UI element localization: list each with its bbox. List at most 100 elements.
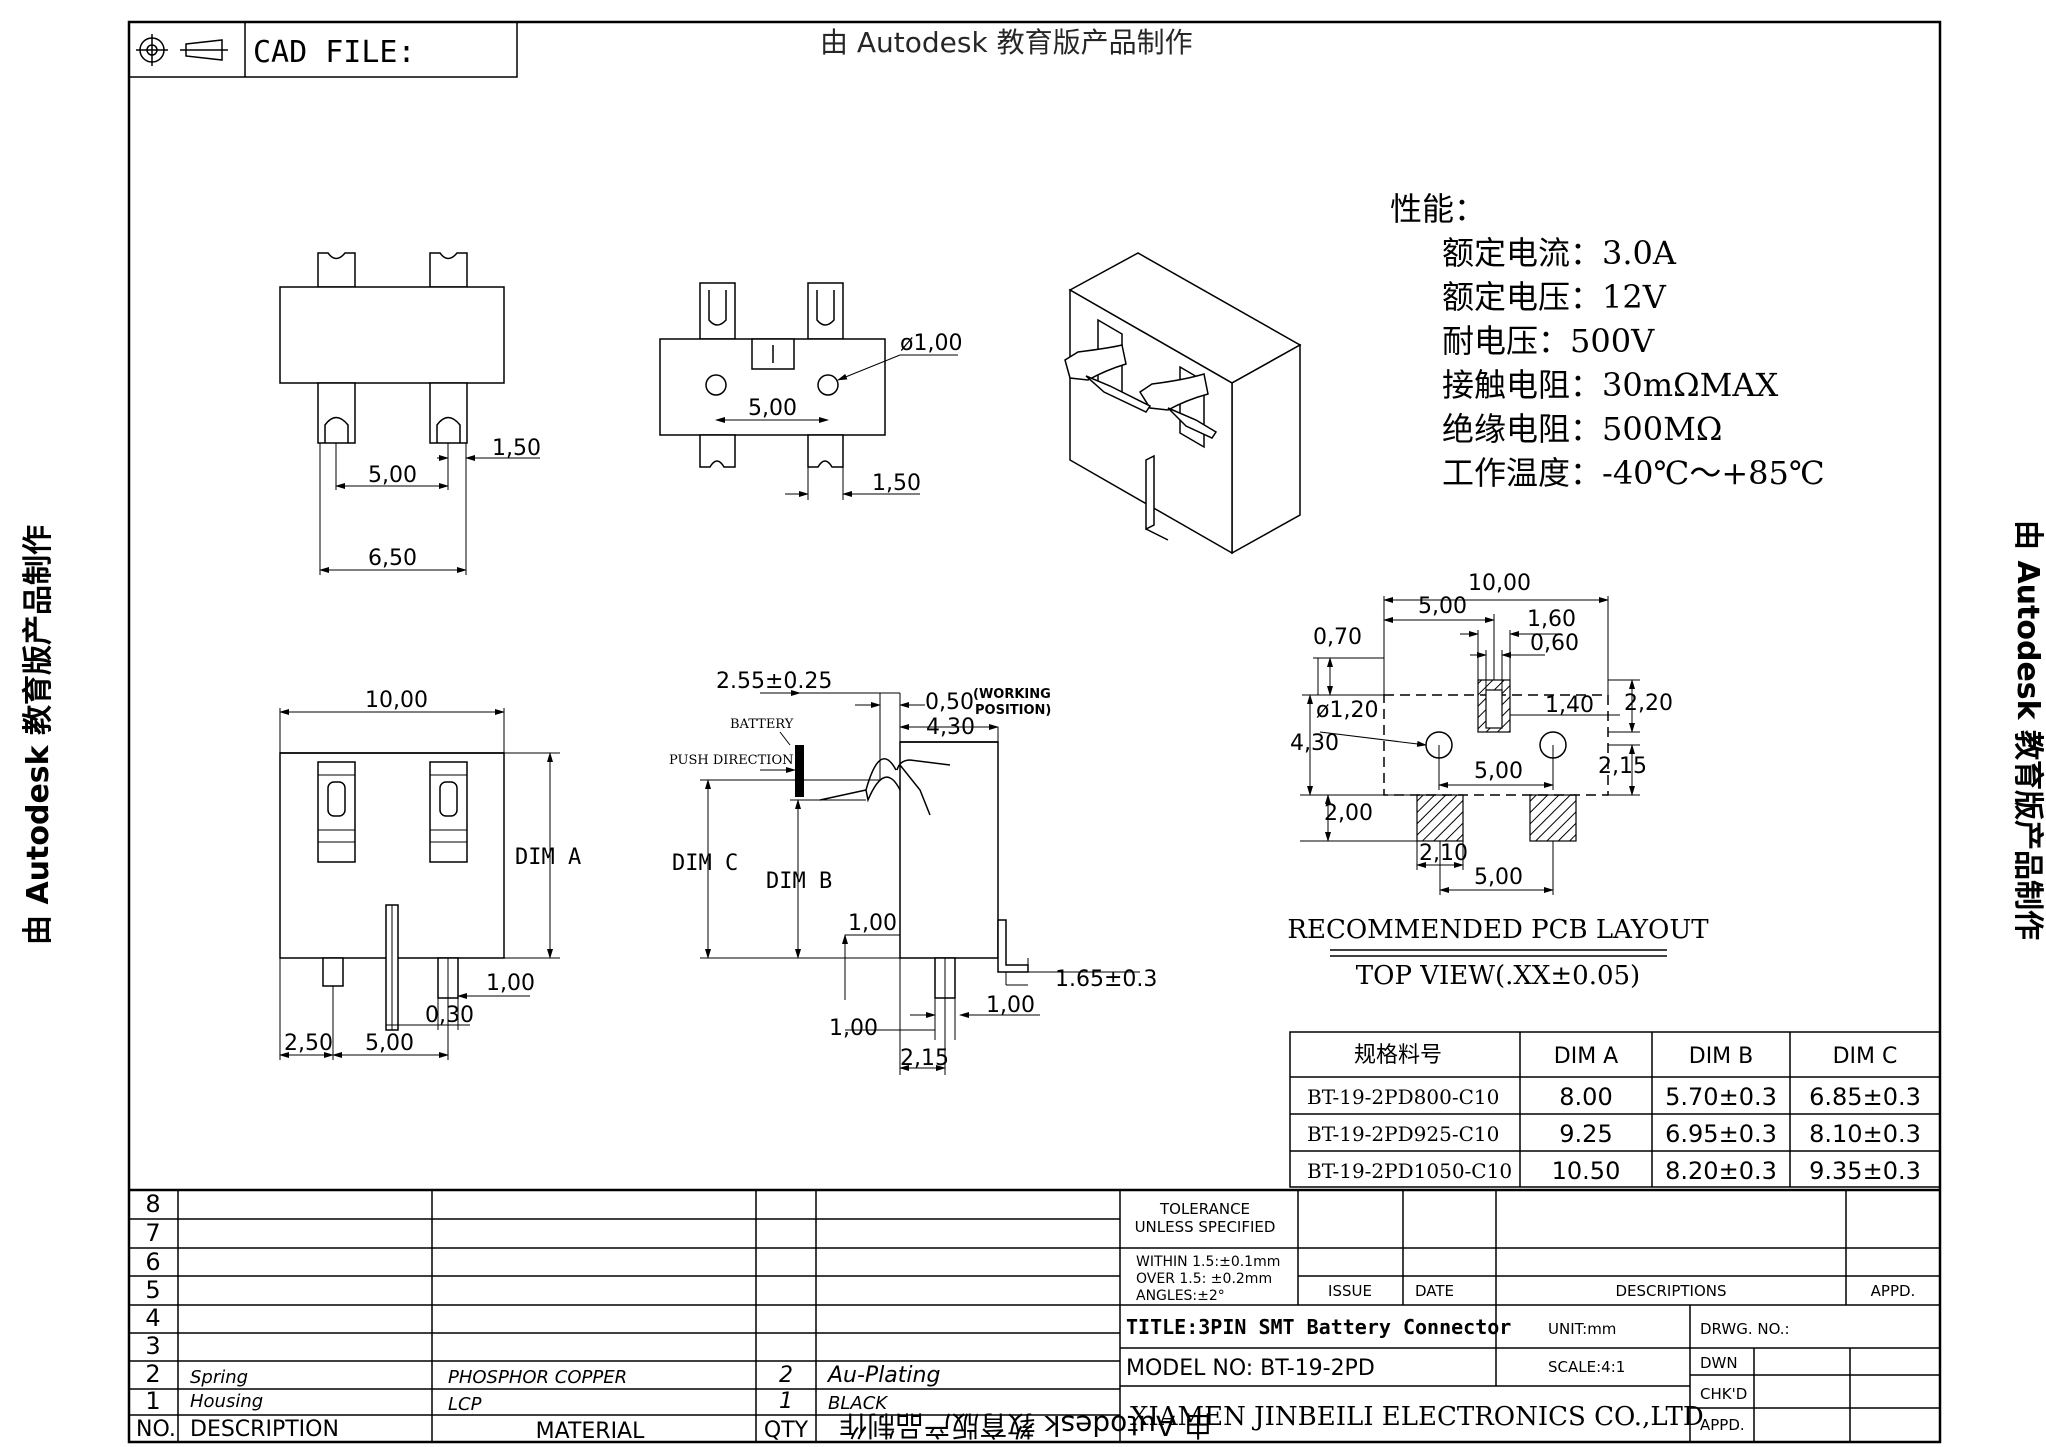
table-cell: 8.00 xyxy=(1559,1083,1612,1111)
dim-label: 5,00 xyxy=(1418,594,1467,619)
table-cell: 5.70±0.3 xyxy=(1665,1083,1777,1111)
front-view: 10,00 DIM A 1,00 0,30 2,50 5,00 xyxy=(279,688,581,1060)
tolerance-value: OVER 1.5: ±0.2mm xyxy=(1136,1271,1272,1287)
bom-row-number: 3 xyxy=(145,1332,160,1360)
isometric-view xyxy=(1064,252,1302,555)
spec-line: 工作温度：-40℃～+85℃ xyxy=(1442,454,1825,492)
dim-label: 2,20 xyxy=(1624,691,1673,716)
side-view: 2.55±0.25 0,50 (WORKING POSITION) 4,30 B… xyxy=(669,669,1157,1075)
dim-label: 4,30 xyxy=(1290,731,1339,756)
dim-label: 1,40 xyxy=(1545,693,1594,718)
table-header: DIM B xyxy=(1689,1044,1754,1069)
model-number: MODEL NO: BT-19-2PD xyxy=(1126,1356,1375,1381)
dimension-table: 规格料号 DIM A DIM B DIM C BT-19-2PD800-C10 … xyxy=(1289,1031,1941,1188)
table-cell: 9.35±0.3 xyxy=(1809,1157,1921,1185)
left-watermark: 由 Autodesk 教育版产品制作 xyxy=(21,525,56,945)
dwn-label: DWN xyxy=(1700,1354,1738,1372)
pcb-caption: RECOMMENDED PCB LAYOUT xyxy=(1287,915,1709,945)
bom-item-no: 2 xyxy=(145,1360,160,1388)
bom-row-number: 6 xyxy=(145,1248,160,1276)
spec-line: 绝缘电阻：500MΩ xyxy=(1442,410,1722,448)
title-block: TOLERANCE UNLESS SPECIFIED WITHIN 1.5:±0… xyxy=(1120,1190,1940,1442)
revision-header: DESCRIPTIONS xyxy=(1615,1282,1726,1300)
dim-label: 5,00 xyxy=(1474,759,1523,784)
tolerance-title: UNLESS SPECIFIED xyxy=(1135,1218,1276,1236)
revision-header: APPD. xyxy=(1871,1282,1916,1300)
spec-line: 额定电流：3.0A xyxy=(1442,234,1677,272)
dim-label: 5,00 xyxy=(1474,865,1523,890)
bom-item-description: Spring xyxy=(190,1367,248,1388)
dim-label: 1,00 xyxy=(829,1016,878,1041)
drawing-title: TITLE:3PIN SMT Battery Connector xyxy=(1126,1315,1511,1339)
bom-item-material: PHOSPHOR COPPER xyxy=(448,1367,627,1388)
unit-label: UNIT:mm xyxy=(1548,1320,1616,1338)
tolerance-value: WITHIN 1.5:±0.1mm xyxy=(1136,1254,1280,1270)
table-header: DIM C xyxy=(1833,1044,1898,1069)
bom-row-number: 4 xyxy=(145,1304,160,1332)
appd-label: APPD. xyxy=(1700,1416,1745,1434)
dim-label: 1,00 xyxy=(486,971,535,996)
projection-symbol-icon xyxy=(136,34,228,66)
bom-row-number: 7 xyxy=(145,1219,160,1247)
dim-label: 1.65±0.3 xyxy=(1055,967,1157,992)
spec-line: 接触电阻：30mΩMAX xyxy=(1442,366,1778,404)
bom-header-material: MATERIAL xyxy=(536,1419,645,1444)
sheet-border xyxy=(127,20,1942,1444)
company-name: XIAMEN JINBEILI ELECTRONICS CO.,LTD xyxy=(1130,1402,1704,1432)
table-header: 规格料号 xyxy=(1354,1043,1442,1068)
dim-label: 5,00 xyxy=(365,1031,414,1056)
dim-label: 6,50 xyxy=(368,546,417,571)
dim-label: DIM B xyxy=(766,869,832,894)
table-header: DIM A xyxy=(1554,1044,1618,1069)
dim-label: ø1,20 xyxy=(1316,698,1378,723)
dim-label: 1,00 xyxy=(848,911,897,936)
dim-label: 0,70 xyxy=(1313,625,1362,650)
pcb-layout-view: 10,00 5,00 1,60 0,70 0,60 ø1,20 1,40 2,2… xyxy=(1287,571,1709,991)
table-cell: BT-19-2PD800-C10 xyxy=(1307,1085,1499,1109)
revision-header: ISSUE xyxy=(1328,1282,1372,1300)
table-cell: BT-19-2PD925-C10 xyxy=(1307,1122,1499,1146)
bom-item-qty: 1 xyxy=(779,1389,793,1414)
bom-row-number: 5 xyxy=(145,1276,160,1304)
push-direction-label: PUSH DIRECTION xyxy=(669,753,793,768)
bottom-view: 1,50 5,00 6,50 xyxy=(279,252,541,575)
chkd-label: CHK'D xyxy=(1700,1385,1747,1403)
table-cell: 6.85±0.3 xyxy=(1809,1083,1921,1111)
dim-label: DIM A xyxy=(515,845,581,870)
bom-table: 8 7 6 5 4 3 2 Spring PHOSPHOR COPPER 2 A… xyxy=(129,1188,1940,1444)
tolerance-value: ANGLES:±2° xyxy=(1136,1288,1225,1304)
tolerance-title: TOLERANCE xyxy=(1159,1200,1250,1218)
table-cell: BT-19-2PD1050-C10 xyxy=(1307,1159,1512,1183)
dim-label: 2,15 xyxy=(900,1046,949,1071)
dim-label: 4,30 xyxy=(926,715,975,740)
bom-header-qty: QTY xyxy=(764,1418,809,1443)
revision-header: DATE xyxy=(1415,1282,1454,1300)
dim-label: 2,15 xyxy=(1598,754,1647,779)
specifications-block: 性能： 额定电流：3.0A 额定电压：12V 耐电压：500V 接触电阻：30m… xyxy=(1390,190,1825,492)
dim-label: 2,00 xyxy=(1324,801,1373,826)
bom-header-no: NO. xyxy=(136,1417,176,1442)
dim-label: 2.55±0.25 xyxy=(716,669,832,694)
bom-item-finish: Au-Plating xyxy=(826,1363,940,1388)
scale-label: SCALE:4:1 xyxy=(1548,1358,1625,1376)
dim-label: (WORKING xyxy=(973,687,1051,702)
dim-label: 0,50 xyxy=(925,690,974,715)
right-watermark: 由 Autodesk 教育版产品制作 xyxy=(2010,520,2045,940)
bom-item-no: 1 xyxy=(145,1387,160,1415)
table-cell: 10.50 xyxy=(1552,1157,1621,1185)
battery-label: BATTERY xyxy=(730,717,794,732)
dim-label: 1,60 xyxy=(1527,607,1576,632)
dim-label: 0,30 xyxy=(425,1003,474,1028)
bottom-watermark: 由 Autodesk 教育版产品制作 xyxy=(839,1409,1212,1442)
drawing-number-label: DRWG. NO.: xyxy=(1700,1320,1790,1338)
table-cell: 8.20±0.3 xyxy=(1665,1157,1777,1185)
bom-item-description: Housing xyxy=(190,1391,263,1412)
dim-label: 5,00 xyxy=(368,463,417,488)
table-cell: 6.95±0.3 xyxy=(1665,1120,1777,1148)
dim-label: DIM C xyxy=(672,851,738,876)
dim-label: 1,50 xyxy=(492,436,541,461)
dim-label: 10,00 xyxy=(1468,571,1531,596)
dim-label: ø1,00 xyxy=(900,331,962,356)
dim-label: 1,00 xyxy=(986,993,1035,1018)
specs-heading: 性能： xyxy=(1390,190,1486,228)
